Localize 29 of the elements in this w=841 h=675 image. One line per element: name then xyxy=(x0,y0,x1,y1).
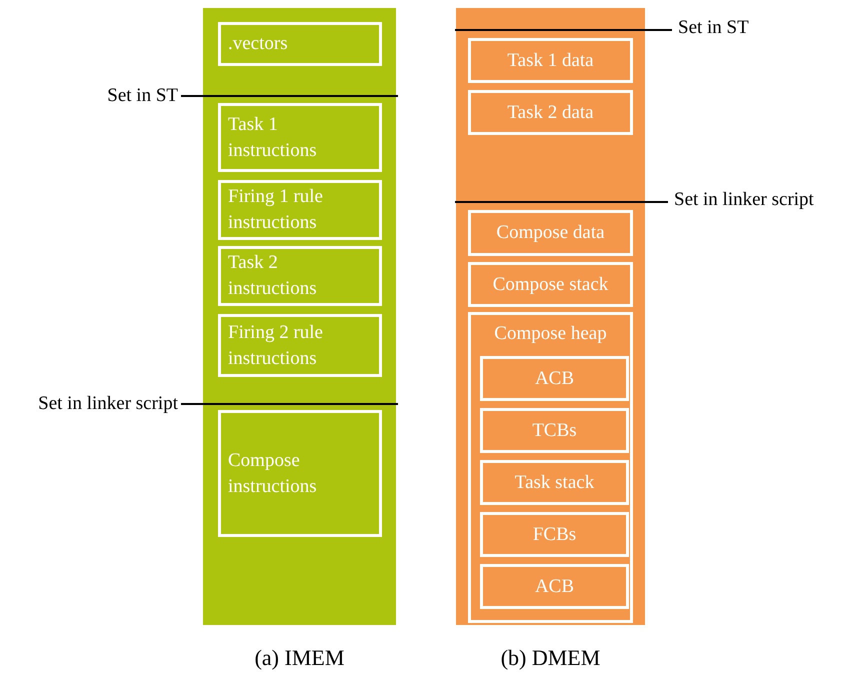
leader-line xyxy=(455,201,668,203)
memory-region-box: Task 1 instructions xyxy=(218,103,382,172)
panel-caption: (b) DMEM xyxy=(500,645,600,671)
leader-line xyxy=(455,29,672,31)
memory-region-box: TCBs xyxy=(480,408,629,453)
memory-region-box: Compose instructions xyxy=(218,410,382,537)
memory-region-box: FCBs xyxy=(480,512,629,557)
memory-region-box: ACB xyxy=(480,564,629,609)
memory-region-box: Compose stack xyxy=(468,262,633,307)
memory-region-box xyxy=(468,312,633,623)
memory-region-box: Task stack xyxy=(480,460,629,505)
memory-column xyxy=(456,8,645,625)
leader-label: Set in ST xyxy=(678,16,778,40)
memory-region-box: Firing 1 rule instructions xyxy=(218,180,382,240)
memory-region-box: Firing 2 rule instructions xyxy=(218,314,382,377)
memory-region-box: Task 2 data xyxy=(468,90,633,135)
leader-label: Set in linker script xyxy=(674,188,840,212)
leader-line xyxy=(181,403,398,405)
region-label: Compose heap xyxy=(493,322,608,346)
memory-column xyxy=(203,8,396,625)
leader-line xyxy=(181,95,398,97)
panel-caption: (a) IMEM xyxy=(254,645,344,671)
memory-region-box: ACB xyxy=(480,356,629,401)
memory-region-box: .vectors xyxy=(218,22,382,66)
leader-label: Set in ST xyxy=(90,84,178,108)
memory-region-box: Task 2 instructions xyxy=(218,246,382,306)
memory-region-box: Task 1 data xyxy=(468,38,633,83)
leader-label: Set in linker script xyxy=(10,392,178,416)
memory-region-box: Compose data xyxy=(468,210,633,256)
